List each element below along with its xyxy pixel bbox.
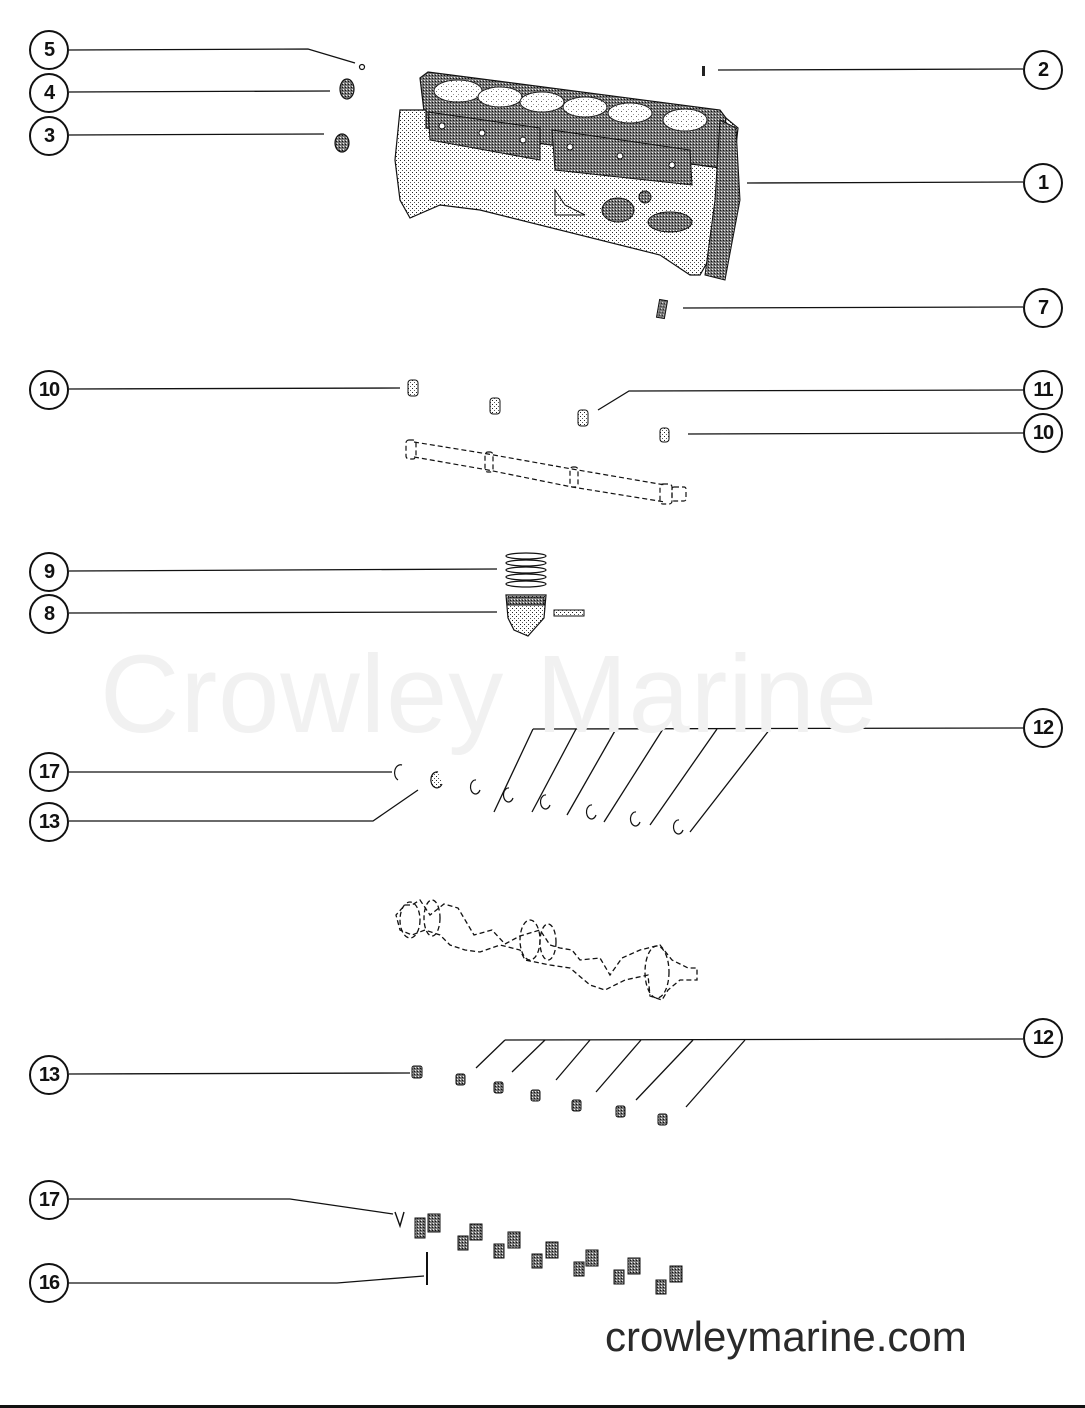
callout-16[interactable]: 16 bbox=[29, 1263, 69, 1303]
website-text[interactable]: crowleymarine.com bbox=[605, 1313, 967, 1360]
callout-13-lower[interactable]: 13 bbox=[29, 1055, 69, 1095]
callout-7[interactable]: 7 bbox=[1023, 288, 1063, 328]
bottom-rule bbox=[0, 1405, 1085, 1408]
lower-main-bearings-part bbox=[411, 1065, 668, 1126]
pin-part bbox=[702, 66, 705, 76]
dowel-sleeve-part bbox=[655, 298, 669, 320]
callout-2[interactable]: 2 bbox=[1023, 50, 1063, 90]
callout-13-upper[interactable]: 13 bbox=[29, 802, 69, 842]
callout-9[interactable]: 9 bbox=[29, 552, 69, 592]
callout-8[interactable]: 8 bbox=[29, 594, 69, 634]
camshaft-part bbox=[405, 439, 687, 505]
camshaft-bearings-part bbox=[407, 379, 670, 443]
callout-17-lower[interactable]: 17 bbox=[29, 1180, 69, 1220]
callout-4[interactable]: 4 bbox=[29, 73, 69, 113]
callout-12-upper[interactable]: 12 bbox=[1023, 708, 1063, 748]
callout-3[interactable]: 3 bbox=[29, 116, 69, 156]
bearing-caps-part bbox=[394, 1211, 683, 1295]
callout-12-lower[interactable]: 12 bbox=[1023, 1018, 1063, 1058]
callout-10-left[interactable]: 10 bbox=[29, 370, 69, 410]
callout-17-upper[interactable]: 17 bbox=[29, 752, 69, 792]
plug-parts bbox=[334, 63, 366, 153]
upper-main-bearings-part bbox=[393, 764, 684, 835]
piston-part bbox=[505, 594, 585, 637]
callout-1[interactable]: 1 bbox=[1023, 163, 1063, 203]
crankshaft-part bbox=[395, 899, 698, 1001]
callout-5[interactable]: 5 bbox=[29, 30, 69, 70]
callout-10-right[interactable]: 10 bbox=[1023, 413, 1063, 453]
callout-11[interactable]: 11 bbox=[1023, 370, 1063, 410]
cylinder-block-part bbox=[394, 71, 741, 281]
piston-rings-part bbox=[505, 552, 547, 588]
leader-lines bbox=[68, 48, 1024, 1284]
watermark-text: Crowley Marine bbox=[100, 633, 879, 756]
